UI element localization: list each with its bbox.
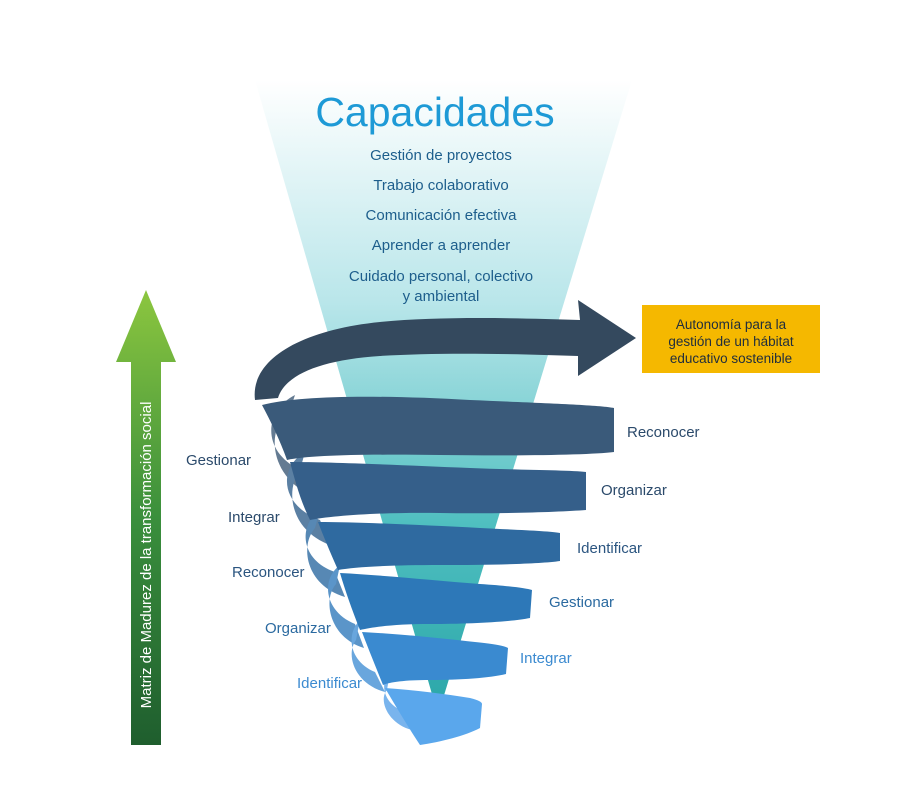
right-label-integrar: Integrar bbox=[520, 650, 572, 667]
left-label-integrar: Integrar bbox=[228, 509, 280, 526]
capacities-cone bbox=[255, 80, 632, 715]
spiral-band-1 bbox=[262, 396, 614, 460]
spiral-band-5 bbox=[362, 632, 508, 685]
left-label-gestionar: Gestionar bbox=[186, 452, 251, 469]
right-label-reconocer: Reconocer bbox=[627, 424, 700, 441]
outcome-box bbox=[642, 305, 820, 373]
left-label-reconocer: Reconocer bbox=[232, 564, 305, 581]
left-label-identificar: Identificar bbox=[297, 675, 362, 692]
maturity-axis-label: Matriz de Madurez de la transformación s… bbox=[138, 402, 155, 709]
capacity-3: Comunicación efectiva bbox=[366, 207, 518, 224]
spiral-top-arrow bbox=[254, 300, 636, 400]
diagram-title: Capacidades bbox=[315, 89, 554, 135]
spiral-band-4 bbox=[340, 573, 532, 630]
spiral-band-3 bbox=[318, 522, 560, 570]
maturity-axis-arrow bbox=[116, 290, 176, 745]
spiral-band-2 bbox=[290, 462, 586, 520]
outcome-line-3: educativo sostenible bbox=[670, 351, 792, 366]
spiral-band-6 bbox=[385, 688, 482, 745]
capacity-5: Cuidado personal, colectivo bbox=[349, 268, 533, 285]
capacity-1: Gestión de proyectos bbox=[370, 147, 512, 164]
capacity-6: y ambiental bbox=[403, 288, 480, 305]
right-label-organizar: Organizar bbox=[601, 482, 667, 499]
right-label-gestionar: Gestionar bbox=[549, 594, 614, 611]
capacity-4: Aprender a aprender bbox=[372, 237, 510, 254]
left-label-organizar: Organizar bbox=[265, 620, 331, 637]
right-label-identificar: Identificar bbox=[577, 540, 642, 557]
outcome-line-1: Autonomía para la bbox=[676, 317, 787, 332]
capacity-2: Trabajo colaborativo bbox=[373, 177, 508, 194]
outcome-line-2: gestión de un hábitat bbox=[668, 334, 794, 349]
